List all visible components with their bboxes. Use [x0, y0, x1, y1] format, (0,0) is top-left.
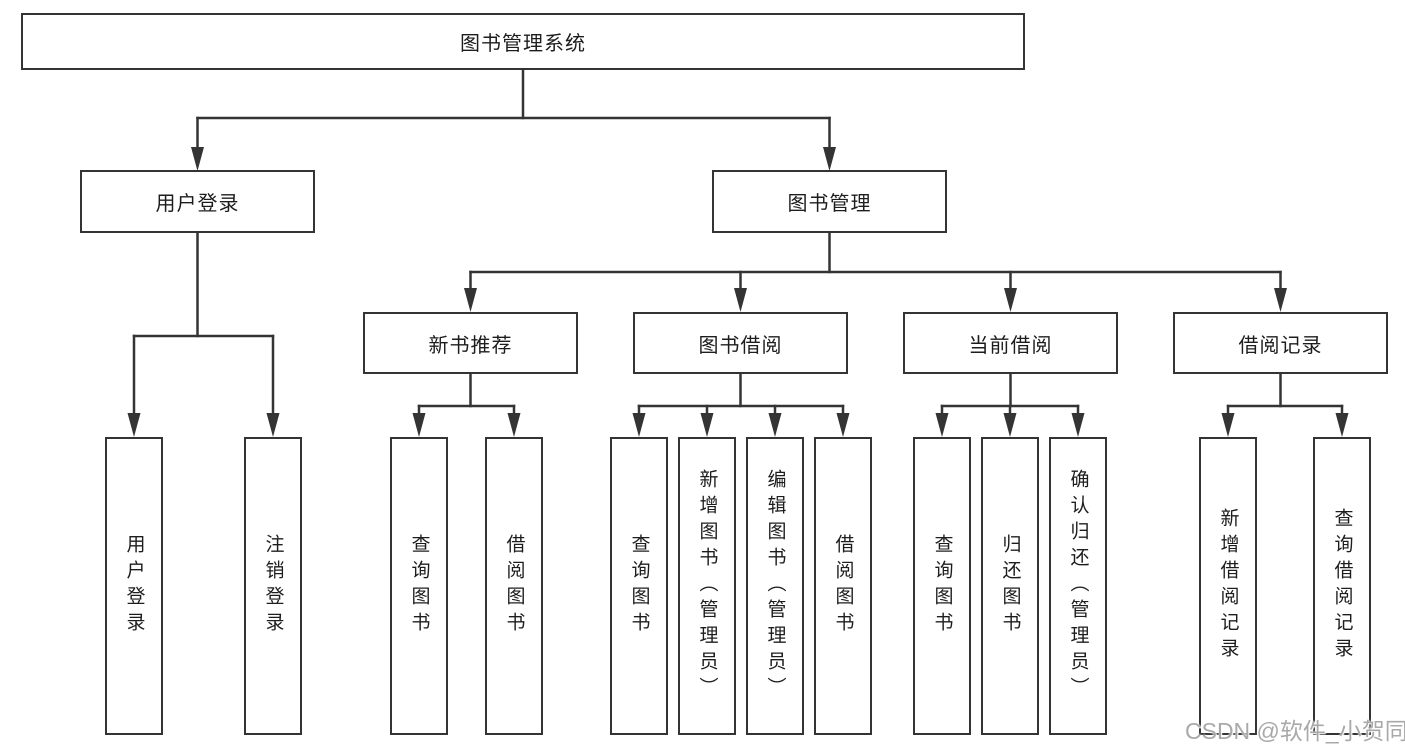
- leaf-return-book-label: 归还图书: [999, 534, 1021, 638]
- node-root: 图书管理系统: [21, 13, 1025, 70]
- node-book-borrowing-label: 图书借阅: [698, 334, 783, 357]
- node-current-borrowing-label: 当前借阅: [968, 334, 1053, 357]
- leaf-add-borrow-record-label: 新增借阅记录: [1217, 508, 1239, 664]
- node-book-management-label: 图书管理: [787, 193, 872, 215]
- leaf-logout: 注销登录: [244, 437, 302, 735]
- leaf-confirm-return-admin: 确认归还（管理员）: [1049, 437, 1107, 735]
- node-new-book-recommend: 新书推荐: [363, 312, 578, 374]
- node-root-label: 图书管理系统: [460, 33, 586, 55]
- leaf-query-borrow-record: 查询借阅记录: [1313, 437, 1371, 735]
- node-book-management: 图书管理: [712, 170, 947, 233]
- leaf-borrow-book-borrowing-label: 借阅图书: [832, 534, 854, 638]
- leaf-edit-book-admin: 编辑图书（管理员）: [746, 437, 804, 735]
- leaf-query-book-current-label: 查询图书: [931, 534, 953, 638]
- leaf-edit-book-admin-label: 编辑图书（管理员）: [764, 469, 786, 703]
- leaf-borrow-book-recommend-label: 借阅图书: [503, 534, 525, 638]
- leaf-query-book-recommend-label: 查询图书: [408, 534, 430, 638]
- leaf-logout-label: 注销登录: [262, 534, 284, 638]
- leaf-query-book-borrowing-label: 查询图书: [628, 534, 650, 638]
- leaf-query-book-borrowing: 查询图书: [610, 437, 668, 735]
- leaf-confirm-return-admin-label: 确认归还（管理员）: [1067, 469, 1089, 703]
- node-current-borrowing: 当前借阅: [903, 312, 1118, 374]
- leaf-add-borrow-record: 新增借阅记录: [1199, 437, 1257, 735]
- leaf-add-book-admin-label: 新增图书（管理员）: [696, 469, 718, 703]
- leaf-add-book-admin: 新增图书（管理员）: [678, 437, 736, 735]
- leaf-borrow-book-recommend: 借阅图书: [485, 437, 543, 735]
- leaf-query-book-current: 查询图书: [913, 437, 971, 735]
- node-user-login: 用户登录: [80, 170, 315, 233]
- leaf-user-login: 用户登录: [105, 437, 163, 735]
- leaf-user-login-label: 用户登录: [123, 534, 145, 638]
- node-user-login-label: 用户登录: [155, 193, 240, 215]
- watermark: CSDN @软件_小贺同学: [1185, 718, 1405, 744]
- leaf-query-book-recommend: 查询图书: [390, 437, 448, 735]
- node-book-borrowing: 图书借阅: [633, 312, 848, 374]
- leaf-borrow-book-borrowing: 借阅图书: [814, 437, 872, 735]
- node-borrowing-records-label: 借阅记录: [1238, 334, 1323, 357]
- node-new-book-recommend-label: 新书推荐: [428, 334, 513, 357]
- leaf-return-book: 归还图书: [981, 437, 1039, 735]
- node-borrowing-records: 借阅记录: [1173, 312, 1388, 374]
- leaf-query-borrow-record-label: 查询借阅记录: [1331, 508, 1353, 664]
